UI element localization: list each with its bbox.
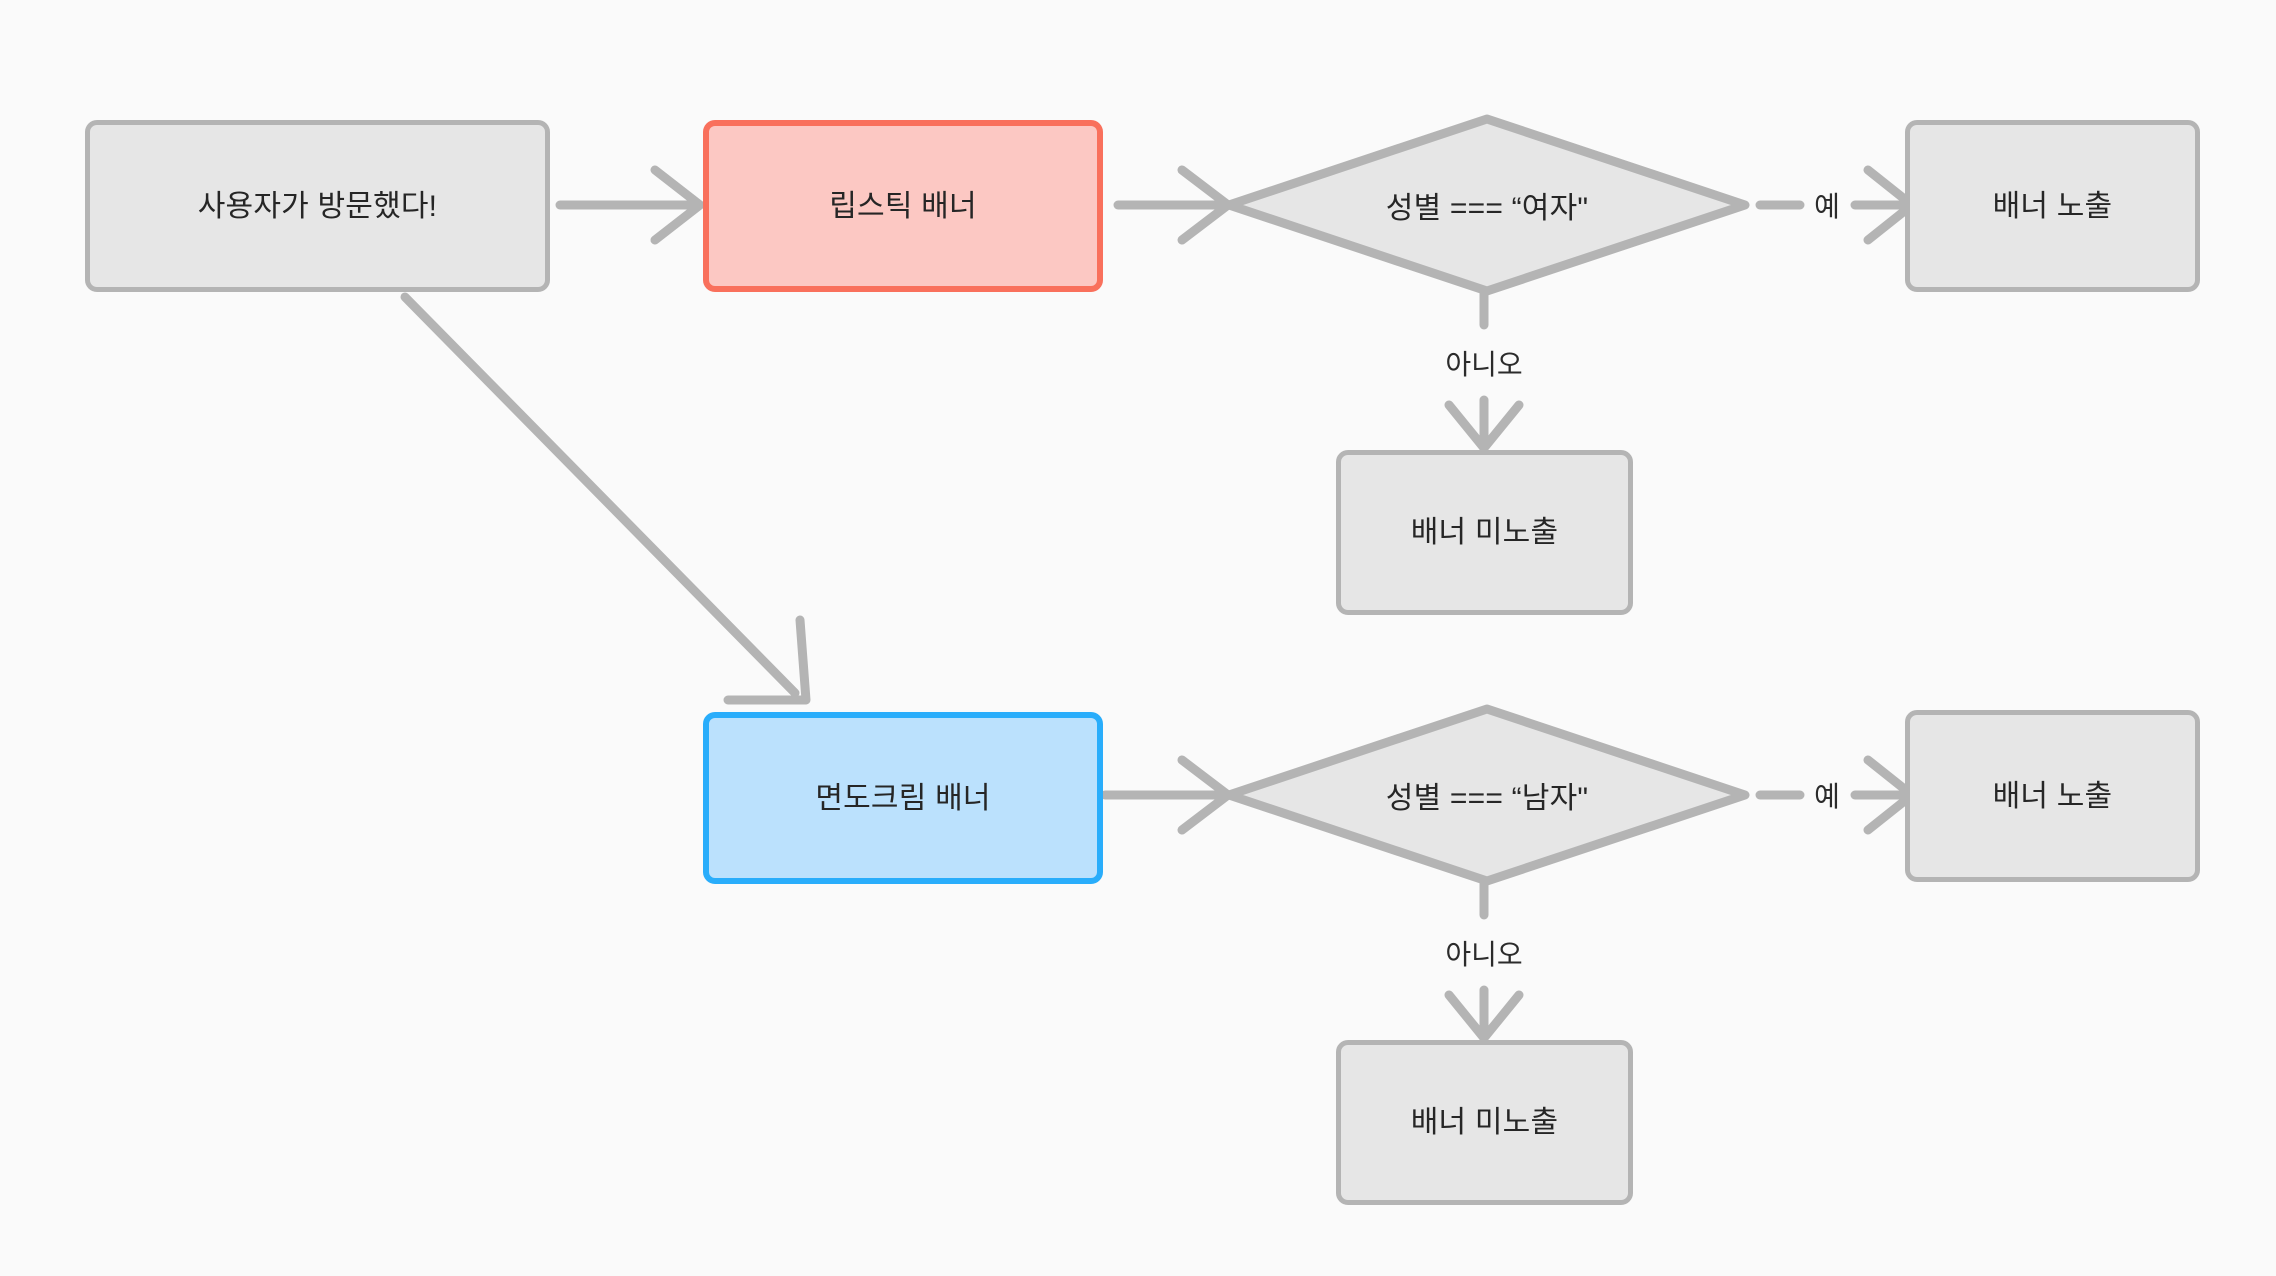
edge-label-text: 예 [1814, 191, 1840, 222]
node-label: 면도크림 배너 [815, 781, 991, 815]
edge-label-text: 예 [1814, 781, 1840, 812]
node-label: 사용자가 방문했다! [197, 189, 438, 223]
node-label: 배너 미노출 [1410, 516, 1559, 549]
edge-label-text: 아니오 [1445, 939, 1523, 970]
node-label: 립스틱 배너 [829, 189, 977, 223]
node-hide-banner-top[interactable]: 배너 미노출 [1336, 450, 1633, 615]
edge-label-no-top: 아니오 [1445, 343, 1522, 383]
diamond-shape [1224, 114, 1750, 296]
node-label: 배너 노출 [1992, 189, 2113, 223]
edge-visit-to-shaving [400, 292, 811, 705]
edge-label-text: 아니오 [1445, 349, 1523, 380]
edge-label-yes-bottom: 예 [1814, 775, 1840, 815]
node-user-visited[interactable]: 사용자가 방문했다! [85, 120, 550, 292]
node-shaving-cream-banner[interactable]: 면도크림 배너 [703, 712, 1103, 884]
node-label: 성별 === “여자" [1385, 192, 1589, 225]
edge-label-no-bottom: 아니오 [1445, 933, 1522, 973]
diamond-shape [1224, 704, 1750, 886]
node-label: 배너 노출 [1992, 779, 2113, 813]
edge-label-yes-top: 예 [1814, 185, 1840, 225]
edge-visit-to-lipstick [555, 165, 705, 245]
edge-lipstick-to-decision-female [1113, 165, 1233, 245]
node-lipstick-banner[interactable]: 립스틱 배너 [703, 120, 1103, 292]
node-label: 배너 미노출 [1410, 1106, 1559, 1139]
edge-shaving-to-decision-male [1100, 755, 1233, 835]
node-label: 성별 === “남자" [1385, 782, 1589, 815]
node-decision-gender-male[interactable]: 성별 === “남자" [1222, 702, 1752, 888]
node-show-banner-top[interactable]: 배너 노출 [1905, 120, 2200, 292]
node-show-banner-bottom[interactable]: 배너 노출 [1905, 710, 2200, 882]
node-decision-gender-female[interactable]: 성별 === “여자" [1222, 112, 1752, 298]
node-hide-banner-bottom[interactable]: 배너 미노출 [1336, 1040, 1633, 1205]
